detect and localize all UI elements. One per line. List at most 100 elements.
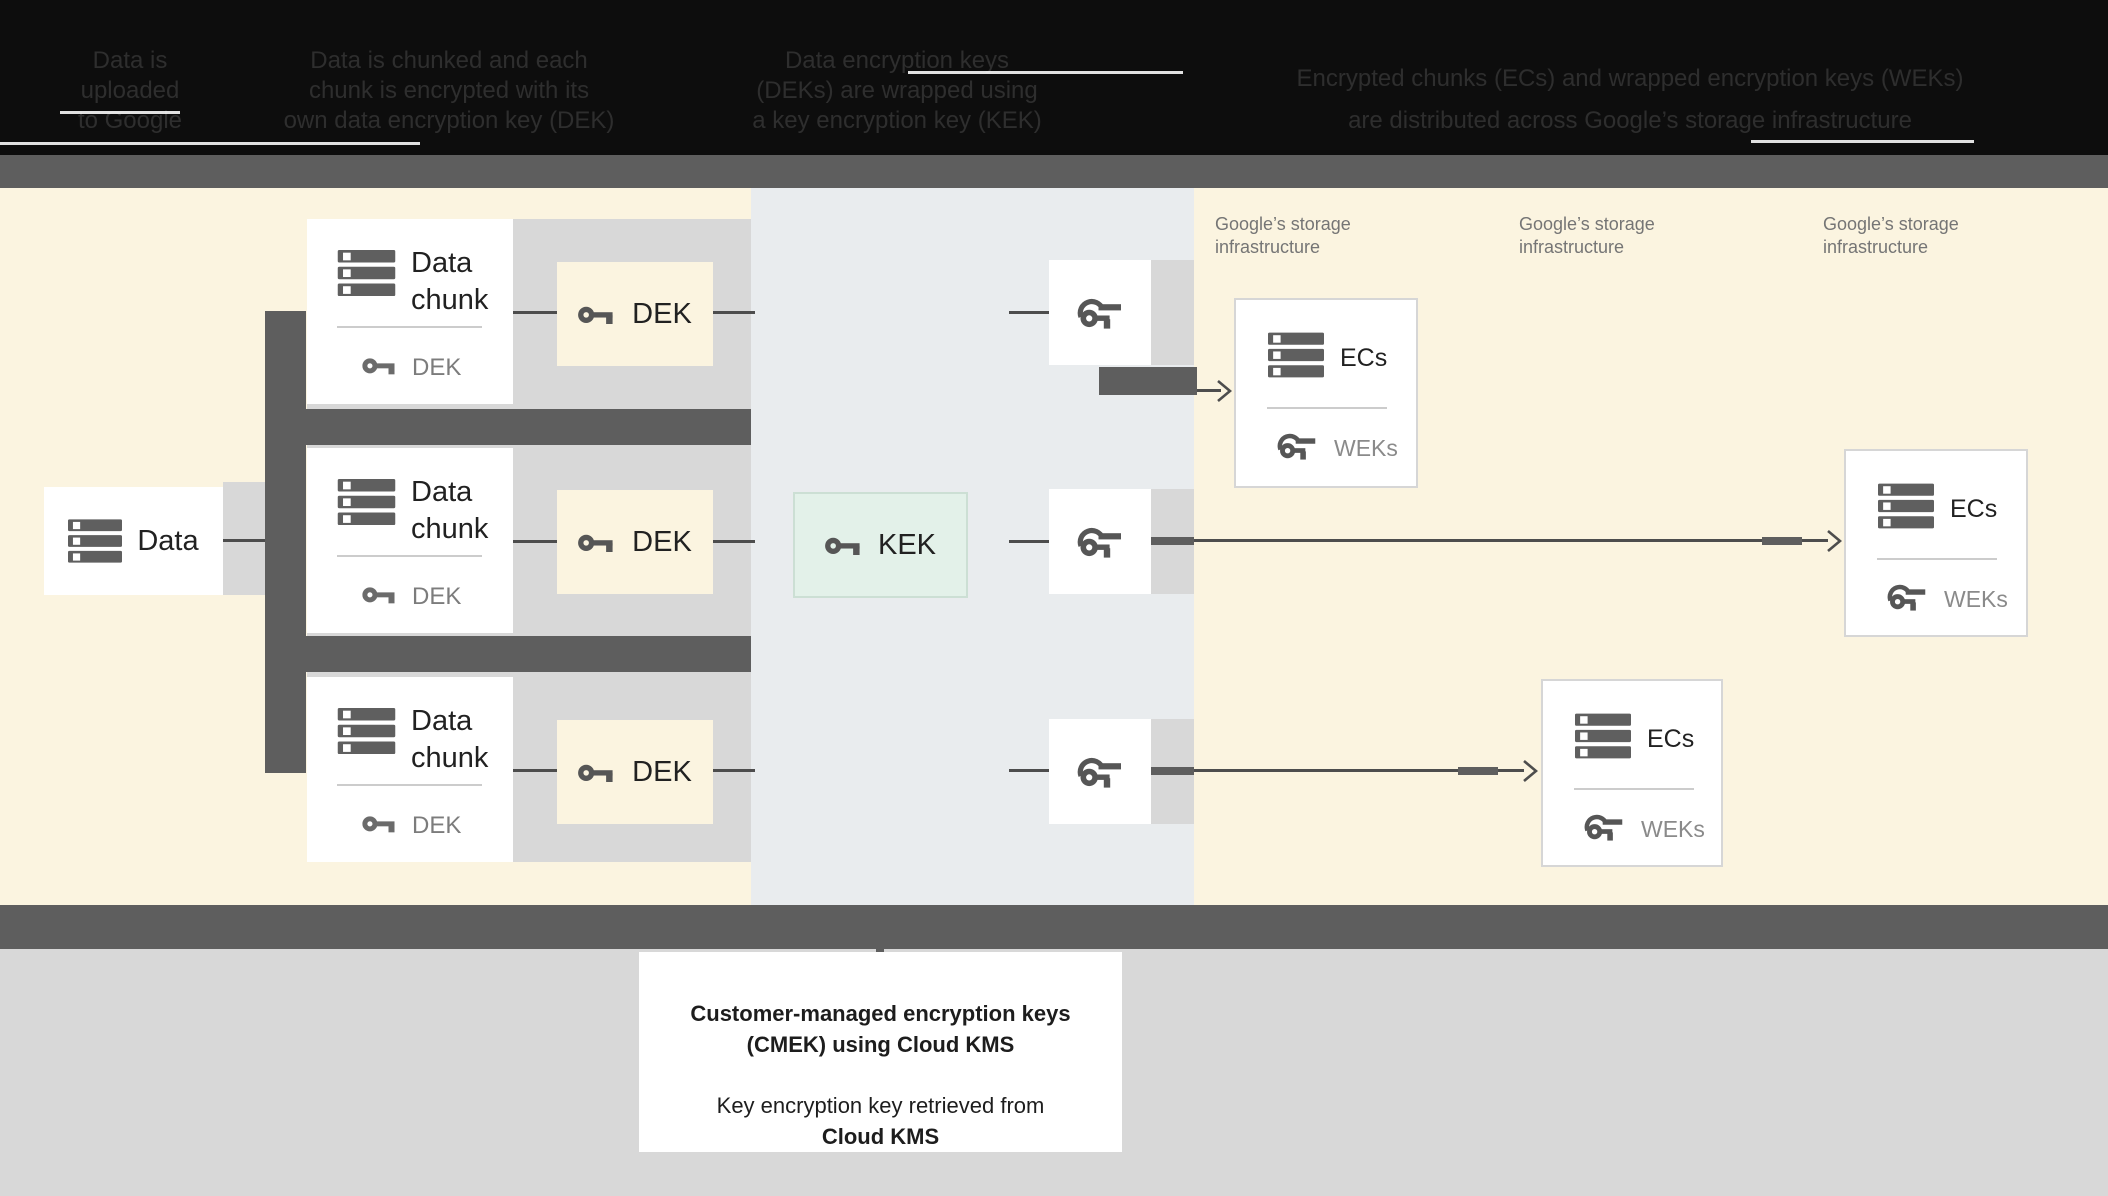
data-chunk-title-line: Data	[411, 476, 473, 508]
arrow-line-1	[1197, 389, 1221, 392]
dek-label: DEK	[632, 297, 692, 330]
storage-infrastructure-label-2: Google’s storage infrastructure	[1519, 213, 1655, 259]
distribute-bar-3a	[1151, 767, 1194, 775]
bottom-divider-bar	[0, 905, 2108, 949]
header-text-line: uploaded	[80, 77, 180, 104]
connector-dek-out-2	[713, 540, 755, 543]
row-divider-pipe-1	[265, 409, 751, 445]
header-band: Data is uploaded to Google Data is chunk…	[0, 0, 2108, 155]
dek-box-1: DEK	[557, 262, 713, 366]
distribute-bar-2a	[1151, 537, 1194, 545]
box-divider	[1877, 558, 1997, 560]
database-icon	[1268, 332, 1324, 378]
connector-chunk-to-dek-2	[513, 540, 557, 543]
box-divider	[1574, 788, 1694, 790]
connector-into-wrap-2	[1009, 540, 1049, 543]
ecs-label: ECs	[1340, 344, 1388, 372]
data-chunk-title-line: chunk	[411, 284, 489, 316]
database-icon	[337, 250, 396, 296]
ecs-box-1: ECs WEKs	[1234, 298, 1418, 488]
ecs-box-2: ECs WEKs	[1844, 449, 2028, 637]
data-chunk-title: Data chunk	[411, 245, 488, 319]
wrapped-key-icon	[1887, 582, 1927, 612]
database-icon	[1878, 483, 1934, 529]
connector-dek-out-3	[713, 769, 755, 772]
connector-chunk-to-dek-3	[513, 769, 557, 772]
kek-label: KEK	[877, 528, 937, 561]
header-text-line: own data encryption key (DEK)	[283, 107, 615, 134]
data-chunk-box-1: Data chunk DEK	[307, 219, 513, 404]
weks-label: WEKs	[1641, 816, 1705, 842]
top-divider-bar	[0, 155, 2108, 188]
weks-label: WEKs	[1334, 435, 1398, 461]
storage-label-line: Google’s storage	[1215, 214, 1351, 234]
data-chunk-title: Data chunk	[411, 703, 488, 777]
dek-footer-label: DEK	[412, 583, 462, 610]
caption-line: Customer-managed encryption keys	[690, 1001, 1071, 1026]
caption-line: Cloud KMS	[821, 1124, 940, 1149]
storage-infrastructure-label-1: Google’s storage infrastructure	[1215, 213, 1351, 259]
ecs-label: ECs	[1647, 725, 1695, 753]
header-text-line: Encrypted chunks (ECs) and wrapped encry…	[1296, 65, 1964, 92]
header-artifact-line	[908, 71, 1183, 74]
header-text-line: Data encryption keys	[784, 47, 1010, 74]
database-icon	[1575, 713, 1631, 759]
data-box: Data	[44, 487, 223, 595]
storage-infrastructure-label-3: Google’s storage infrastructure	[1823, 213, 1959, 259]
arrow-right-icon	[1216, 379, 1232, 403]
wrapped-key-box-1	[1049, 260, 1151, 365]
database-icon	[68, 519, 122, 563]
box-divider	[337, 784, 482, 786]
header-step-chunked: Data is chunked and each chunk is encryp…	[259, 46, 639, 136]
key-icon	[578, 302, 616, 327]
arrow-line-2-end	[1802, 539, 1828, 542]
data-chunk-title-line: Data	[411, 247, 473, 279]
arrow-right-icon	[1522, 759, 1538, 783]
wrapped-key-icon	[1077, 525, 1123, 559]
wrapped-key-box-3	[1049, 719, 1151, 824]
connector-into-wrap-3	[1009, 769, 1049, 772]
wrapped-key-box-2	[1049, 489, 1151, 594]
box-divider	[1267, 407, 1387, 409]
header-text-line: Data is	[92, 47, 168, 74]
data-chunk-box-2: Data chunk DEK	[307, 448, 513, 633]
data-chunk-title: Data chunk	[411, 474, 488, 548]
dek-label: DEK	[632, 755, 692, 788]
storage-label-line: infrastructure	[1519, 237, 1625, 257]
wrap-band-1	[1151, 260, 1194, 365]
wrapped-key-icon	[1584, 812, 1624, 842]
chunk-fanout-pipe	[265, 311, 306, 773]
key-icon	[362, 354, 398, 377]
wrapped-key-icon	[1077, 296, 1123, 330]
header-step-upload: Data is uploaded to Google	[10, 46, 250, 136]
header-step-wrapped: Data encryption keys (DEKs) are wrapped …	[707, 46, 1087, 136]
connector-chunk-to-dek-1	[513, 311, 557, 314]
caption-connector-tab	[876, 946, 884, 954]
arrow-line-3-end	[1498, 769, 1524, 772]
ecs-label: ECs	[1950, 495, 1998, 523]
storage-label-line: infrastructure	[1823, 237, 1929, 257]
box-divider	[337, 326, 482, 328]
row-divider-pipe-2	[265, 636, 751, 672]
wrapped-key-icon	[1077, 755, 1123, 789]
connector-dek-out-1	[713, 311, 755, 314]
storage-label-line: Google’s storage	[1519, 214, 1655, 234]
header-artifact-line	[60, 111, 180, 114]
storage-label-line: infrastructure	[1215, 237, 1321, 257]
dek-label: DEK	[632, 525, 692, 558]
connector-into-wrap-1	[1009, 311, 1049, 314]
cmek-caption-box: Customer-managed encryption keys (CMEK) …	[639, 952, 1122, 1152]
data-connector-band	[223, 482, 265, 595]
database-icon	[337, 708, 396, 754]
weks-label: WEKs	[1944, 586, 2008, 612]
key-icon	[825, 533, 863, 558]
distribute-bar-3b	[1458, 767, 1498, 775]
data-box-label: Data	[137, 524, 199, 557]
caption-line: (CMEK) using Cloud KMS	[746, 1032, 1015, 1057]
storage-label-line: Google’s storage	[1823, 214, 1959, 234]
header-text-line: (DEKs) are wrapped using	[756, 77, 1038, 104]
key-icon	[578, 760, 616, 785]
header-step-distributed: Encrypted chunks (ECs) and wrapped encry…	[1280, 58, 1980, 142]
arrow-line-3	[1194, 769, 1458, 772]
